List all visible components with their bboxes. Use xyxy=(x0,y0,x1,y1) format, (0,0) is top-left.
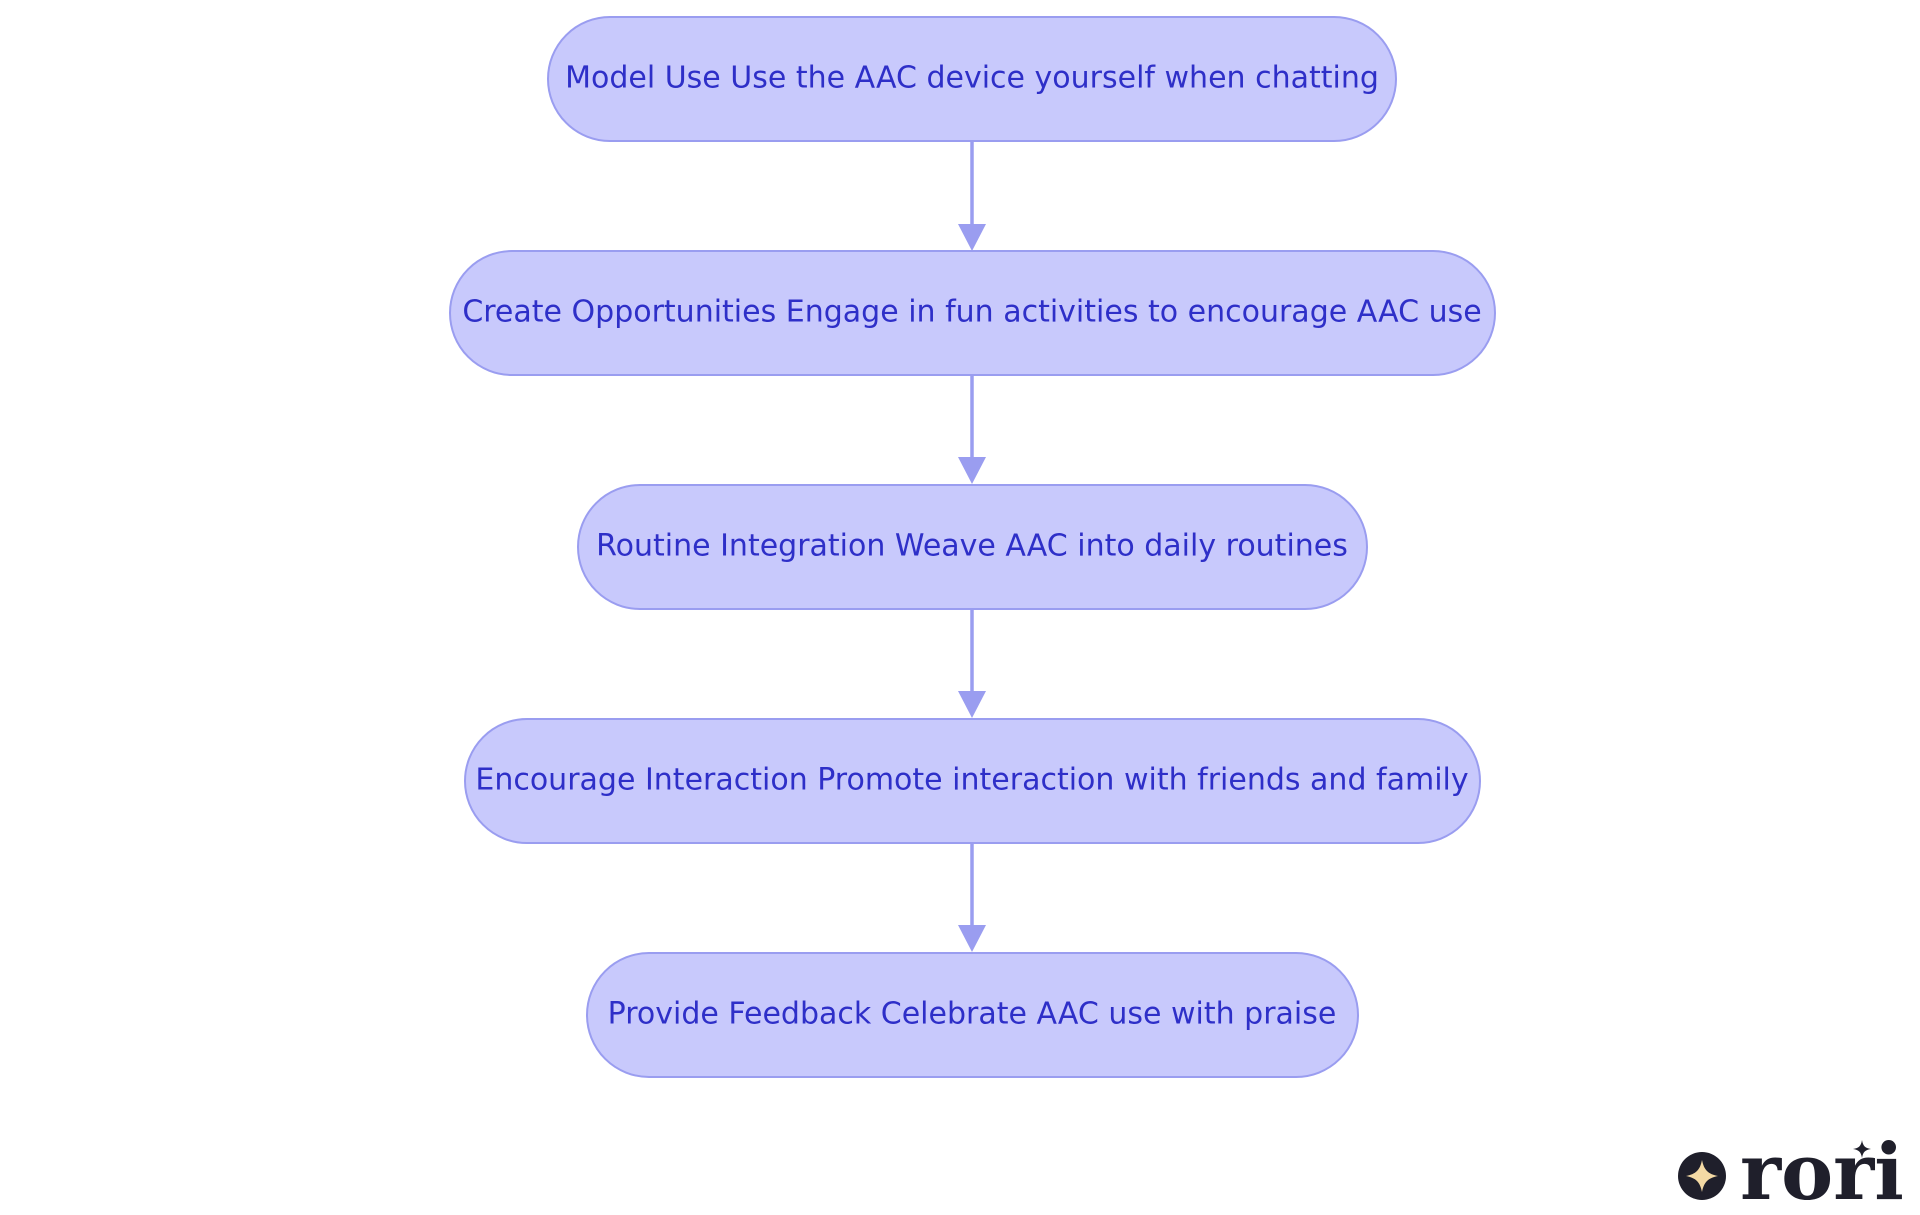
node-create-opportunities: Create Opportunities Engage in fun activ… xyxy=(449,250,1496,376)
node-encourage-interaction-label: Encourage Interaction Promote interactio… xyxy=(475,763,1468,798)
node-encourage-interaction-shape xyxy=(464,718,1481,844)
edge-model-use-to-create-opportunities xyxy=(958,142,986,251)
sparkle-icon xyxy=(1686,1160,1718,1192)
logo-wordmark: rori xyxy=(1740,1127,1904,1215)
edges xyxy=(958,142,986,952)
node-provide-feedback-shape xyxy=(586,952,1359,1078)
node-provide-feedback: Provide Feedback Celebrate AAC use with … xyxy=(586,952,1359,1078)
small-star-icon xyxy=(1853,1140,1871,1158)
node-routine-integration-label: Routine Integration Weave AAC into daily… xyxy=(596,529,1348,564)
edge-encourage-interaction-to-provide-feedback xyxy=(958,843,986,952)
node-provide-feedback-label: Provide Feedback Celebrate AAC use with … xyxy=(608,997,1337,1032)
rori-logo: rori xyxy=(1678,1127,1904,1215)
node-model-use: Model Use Use the AAC device yourself wh… xyxy=(547,16,1397,142)
node-create-opportunities-shape xyxy=(449,250,1496,376)
node-create-opportunities-label: Create Opportunities Engage in fun activ… xyxy=(462,295,1481,330)
node-encourage-interaction: Encourage Interaction Promote interactio… xyxy=(464,718,1481,844)
node-model-use-shape xyxy=(547,16,1397,142)
edge-create-opportunities-to-routine-integration xyxy=(958,375,986,484)
edge-routine-integration-to-encourage-interaction xyxy=(958,609,986,718)
node-routine-integration: Routine Integration Weave AAC into daily… xyxy=(577,484,1368,610)
node-model-use-label: Model Use Use the AAC device yourself wh… xyxy=(565,61,1379,96)
node-routine-integration-shape xyxy=(577,484,1368,610)
